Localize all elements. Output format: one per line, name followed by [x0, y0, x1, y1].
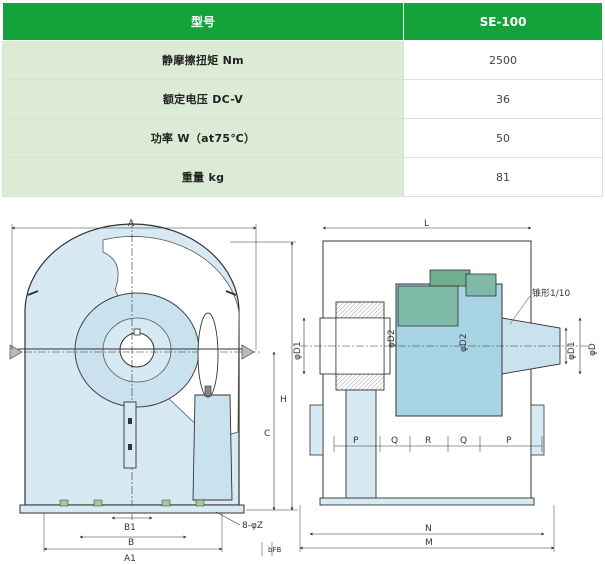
table-row: 重量 kg 81 [2, 157, 603, 197]
dim-M: M [425, 538, 433, 548]
table-row: 额定电压 DC-V 36 [2, 79, 603, 119]
dim-D1-right: φD1 [567, 341, 577, 360]
side-base [319, 497, 535, 506]
dim-R: R [425, 436, 431, 446]
technical-drawing: A H C B1 B A1 8-φZ bFB [0, 200, 605, 564]
row-label-torque: 静摩擦扭矩 Nm [2, 40, 404, 80]
front-lever [123, 401, 137, 469]
dim-A: A [128, 219, 135, 229]
dim-bolt-holes: 8-φZ [242, 521, 263, 531]
side-pedestal [345, 389, 377, 499]
row-value-weight: 81 [403, 157, 603, 197]
dim-bFB: bFB [268, 546, 281, 554]
dim-D2-right: φD2 [459, 333, 469, 352]
dim-D1-left: φD1 [293, 341, 303, 360]
table-header-row: 型号 SE-100 [2, 2, 603, 41]
row-value-power: 50 [403, 118, 603, 158]
row-label-power: 功率 W（at75℃） [2, 118, 404, 158]
header-model-value: SE-100 [403, 2, 603, 41]
side-view: L P Q R Q P N M φD1 φD2 φD2 φD1 φD [293, 219, 598, 552]
row-value-torque: 2500 [403, 40, 603, 80]
row-label-voltage: 额定电压 DC-V [2, 79, 404, 119]
dim-A1: A1 [124, 554, 136, 564]
dim-taper: 锥形1/10 [532, 287, 570, 299]
spec-table: 型号 SE-100 静摩擦扭矩 Nm 2500 额定电压 DC-V 36 功率 … [2, 2, 603, 197]
front-actuator [192, 394, 233, 501]
dim-Q-right: Q [460, 436, 467, 446]
front-view: A H C B1 B A1 8-φZ bFB [9, 219, 298, 564]
table-row: 功率 W（at75℃） 50 [2, 118, 603, 158]
drawing-svg: A H C B1 B A1 8-φZ bFB [9, 219, 598, 564]
dim-P-left: P [353, 436, 359, 446]
dim-B1: B1 [124, 523, 136, 533]
table-row: 静摩擦扭矩 Nm 2500 [2, 40, 603, 80]
dim-Q-left: Q [391, 436, 398, 446]
dim-B: B [128, 538, 134, 548]
header-model-label: 型号 [2, 2, 404, 41]
front-hub [119, 332, 155, 368]
dim-H: H [280, 395, 287, 405]
dim-N: N [425, 524, 432, 534]
dim-C: C [264, 429, 270, 439]
row-label-weight: 重量 kg [2, 157, 404, 197]
dim-L: L [424, 219, 429, 229]
row-value-voltage: 36 [403, 79, 603, 119]
front-base [19, 504, 245, 514]
side-bracket-right [530, 404, 545, 456]
side-coil [397, 285, 459, 327]
dim-P-right: P [506, 436, 512, 446]
dim-D2-left: φD2 [387, 329, 397, 348]
side-bracket-left [309, 404, 324, 456]
dim-D: φD [588, 343, 598, 356]
